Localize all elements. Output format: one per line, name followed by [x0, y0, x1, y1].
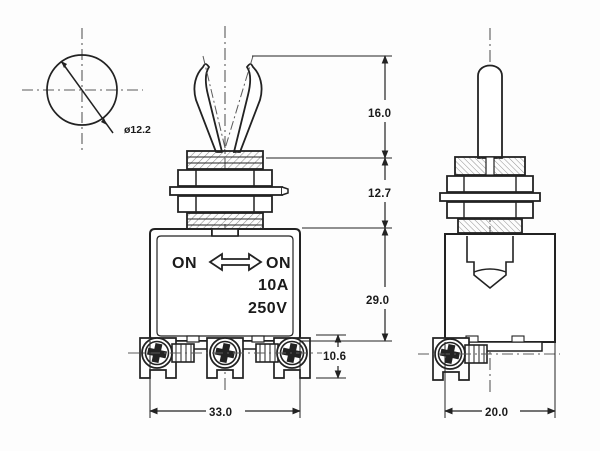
dimension-group-horizontal: 33.0 20.0 [149, 341, 556, 419]
side-hex-nut-lower [446, 201, 534, 219]
view-side [418, 28, 560, 392]
threaded-shank-lower [186, 212, 264, 230]
lock-washer [169, 186, 289, 196]
double-arrow-icon [208, 252, 263, 272]
dimension-value-29: 29.0 [366, 295, 389, 307]
marking-current-rating: 10A [258, 277, 289, 294]
side-threaded-bushing [454, 156, 526, 176]
side-toggle-lever [477, 64, 503, 159]
dimension-bushing-height: 12.7 [368, 157, 391, 229]
side-threaded-shank-lower [457, 218, 523, 234]
leader-arrow-bottom [101, 118, 107, 125]
dimension-value-12-7: 12.7 [368, 188, 391, 200]
hole-diameter-label: ø12.2 [124, 124, 151, 136]
dimension-value-20: 20.0 [485, 407, 508, 419]
marking-voltage-rating: 250V [248, 300, 287, 317]
side-lock-washer [439, 192, 541, 202]
hex-nut-upper [177, 169, 273, 187]
view-front: ON ON 10A 250V [128, 26, 322, 392]
marking-on-right: ON [266, 255, 291, 272]
toggle-lever-left [193, 63, 224, 153]
dimension-body-height: 29.0 [366, 227, 389, 342]
side-hex-nut-upper [446, 175, 534, 193]
dimension-terminal-depth: 10.6 [323, 334, 346, 379]
dimension-value-33: 33.0 [209, 407, 232, 419]
dimension-group-vertical: 16.0 12.7 29.0 10.6 [252, 55, 392, 379]
panel-hole-circle [46, 54, 118, 126]
terminal-screw-center [206, 337, 244, 379]
dimension-body-depth: 20.0 [444, 407, 556, 419]
dimension-toggle-height: 16.0 [368, 55, 391, 159]
marking-on-left: ON [172, 255, 197, 272]
dimension-body-width: 33.0 [149, 407, 301, 419]
view-hole-detail: ø12.2 [22, 28, 151, 152]
hex-nut-lower [177, 195, 273, 213]
body-top-notch [211, 228, 239, 237]
side-terminal-bar [451, 335, 543, 352]
dimension-value-16: 16.0 [368, 108, 391, 120]
leader-arrow-top [61, 61, 67, 68]
toggle-lever-right [232, 63, 263, 153]
side-switch-body [444, 233, 556, 343]
dimension-value-10-6: 10.6 [323, 351, 346, 363]
threaded-bushing [186, 150, 264, 170]
